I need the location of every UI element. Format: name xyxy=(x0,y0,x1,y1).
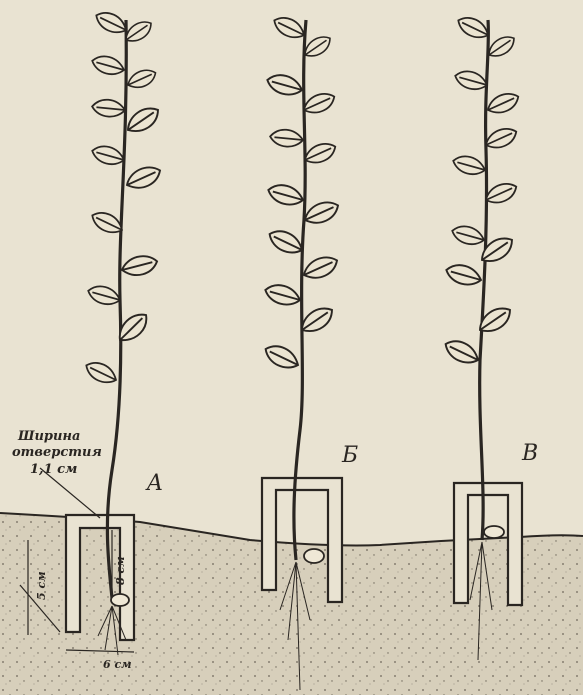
annotation-line3: 1,1 см xyxy=(30,462,77,477)
leaf xyxy=(453,67,490,94)
leaf xyxy=(269,127,304,149)
panel-letter-a: A xyxy=(145,471,163,496)
leaf xyxy=(271,12,308,43)
tuber-v xyxy=(484,526,504,538)
leaf xyxy=(86,282,123,309)
dimension-depth-outer: 5 см xyxy=(35,571,48,600)
leaf xyxy=(266,180,306,209)
annotation-line1: Ширина xyxy=(17,429,80,444)
leaf xyxy=(263,280,303,309)
leaf xyxy=(451,152,488,179)
leaf xyxy=(93,7,130,38)
leaf xyxy=(483,125,520,152)
annotation-line2: отверстия xyxy=(12,445,102,460)
leaf xyxy=(125,67,158,91)
leaf xyxy=(120,254,159,278)
leaf xyxy=(123,103,163,137)
tuber-a xyxy=(111,594,129,606)
leaf xyxy=(123,163,163,192)
leaf xyxy=(450,222,487,249)
panel-letter-v: В xyxy=(521,441,538,466)
dimension-width: 6 см xyxy=(103,658,132,671)
leaf xyxy=(300,253,340,282)
leaf xyxy=(444,260,484,289)
leaf xyxy=(90,52,127,79)
leaf xyxy=(442,335,482,369)
leaf xyxy=(483,180,520,207)
leaf xyxy=(91,97,126,119)
leaf xyxy=(83,357,120,388)
tuber-b xyxy=(304,549,324,563)
leaf xyxy=(262,340,302,374)
leaf xyxy=(301,198,341,227)
leaf xyxy=(302,140,339,167)
leaf xyxy=(265,70,305,99)
leaf xyxy=(485,90,522,117)
leaf xyxy=(455,12,492,43)
leaf xyxy=(90,142,127,169)
leaf xyxy=(266,225,306,259)
leaf xyxy=(301,90,338,117)
dimension-depth-inner: 8 см xyxy=(114,556,127,585)
panel-letter-b: Б xyxy=(341,443,358,468)
